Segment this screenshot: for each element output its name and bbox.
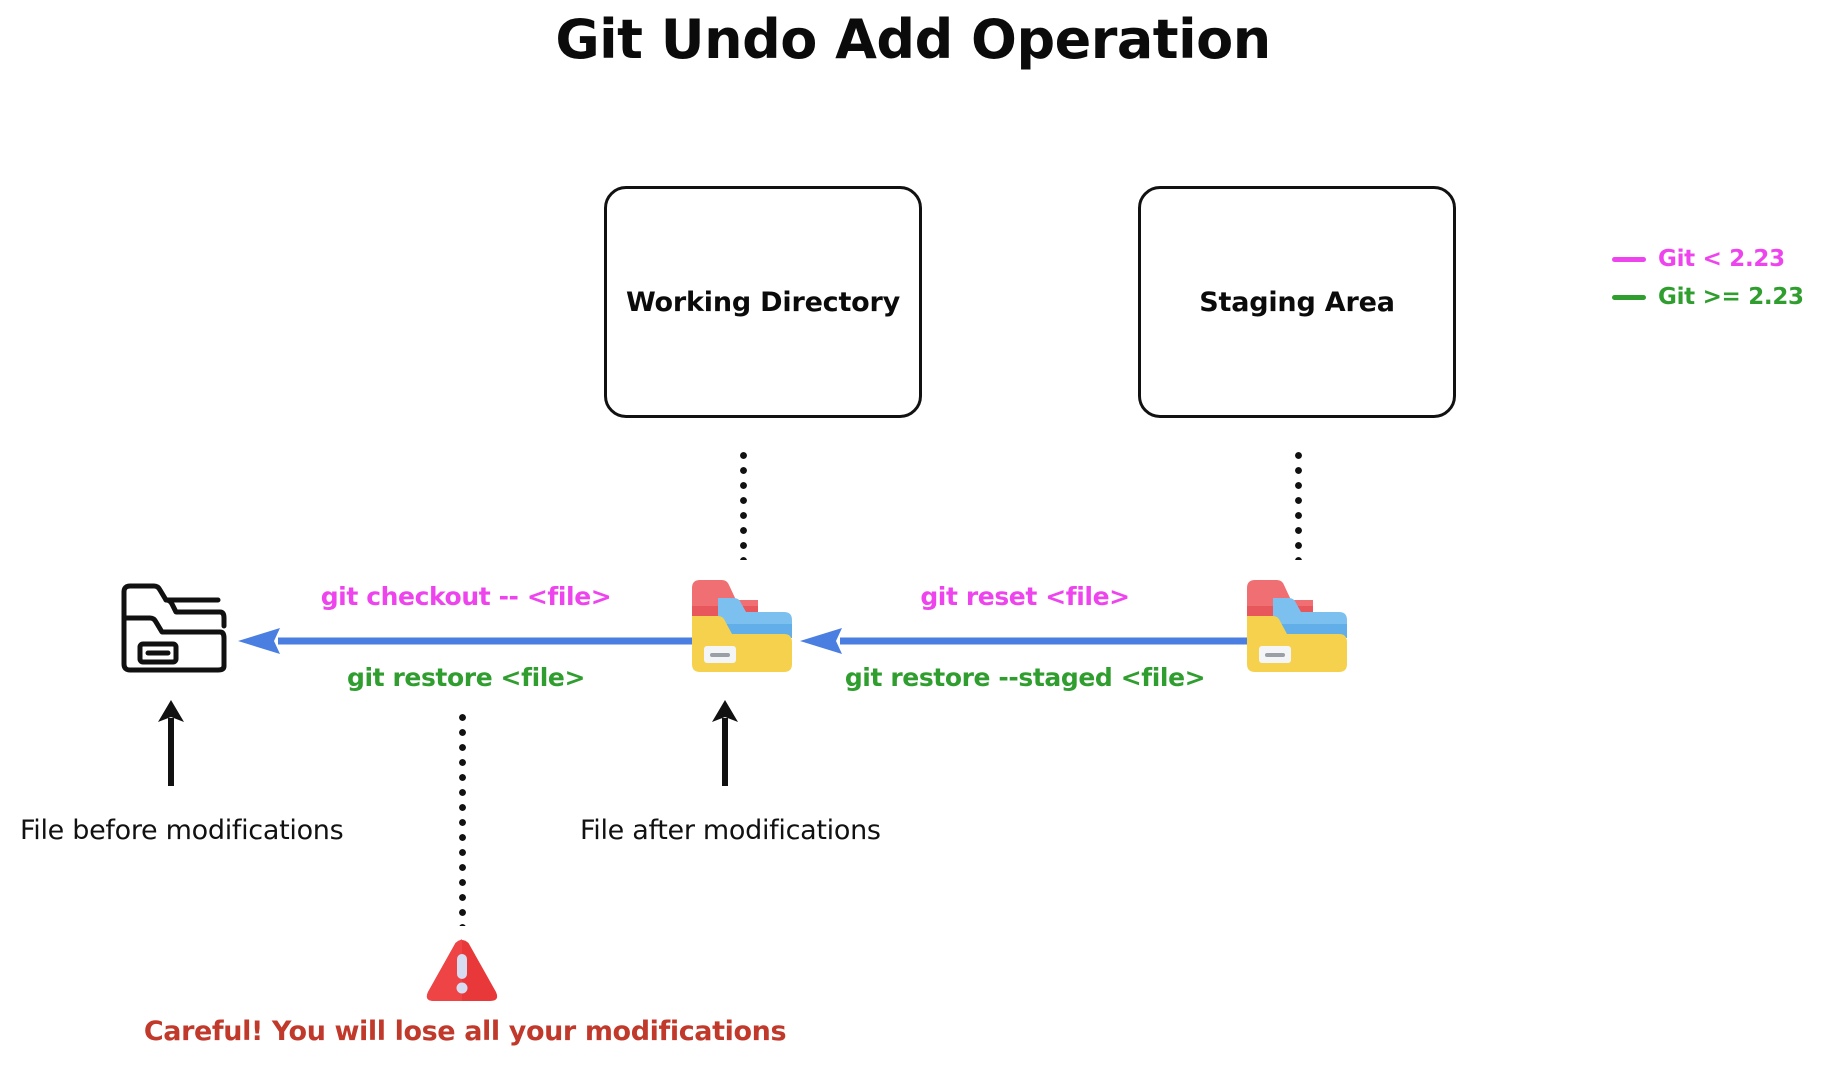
stage-box-working-directory: Working Directory (604, 186, 922, 418)
arrow-reset-restore-staged (800, 628, 1250, 654)
command-label-git-reset: git reset <file> (920, 582, 1130, 611)
legend-label-git-gte-223: Git >= 2.23 (1658, 284, 1804, 310)
command-label-git-restore: git restore <file> (346, 663, 586, 692)
stage-box-staging-area: Staging Area (1138, 186, 1456, 418)
legend-label-git-lt-223: Git < 2.23 (1658, 246, 1785, 272)
folder-modified-working-directory-icon (688, 572, 796, 676)
legend-item-git-lt-223: Git < 2.23 (1612, 240, 1826, 278)
legend-swatch-magenta-icon (1612, 256, 1646, 262)
legend-swatch-green-icon (1612, 294, 1646, 300)
stage-label-working-directory: Working Directory (625, 286, 901, 318)
page-title: Git Undo Add Operation (555, 8, 1271, 71)
warning-triangle-icon (425, 938, 499, 1006)
legend: Git < 2.23 Git >= 2.23 (1612, 240, 1826, 316)
arrow-file-before-modifications (158, 700, 184, 786)
arrow-checkout-restore (238, 628, 694, 654)
folder-outline-icon (120, 578, 230, 674)
dotted-connector-working-directory (740, 452, 747, 560)
command-label-git-checkout: git checkout -- <file> (320, 582, 612, 611)
arrow-file-after-modifications (712, 700, 738, 786)
legend-item-git-gte-223: Git >= 2.23 (1612, 278, 1826, 316)
caption-file-after-modifications: File after modifications (580, 815, 881, 846)
dotted-connector-staging-area (1295, 452, 1302, 560)
stage-label-staging-area: Staging Area (1199, 286, 1395, 318)
caption-file-before-modifications: File before modifications (20, 815, 344, 846)
dotted-connector-warning (459, 714, 466, 926)
command-label-git-restore-staged: git restore --staged <file> (844, 663, 1206, 692)
warning-text: Careful! You will lose all your modifica… (143, 1016, 787, 1047)
folder-staged-icon (1243, 572, 1351, 676)
